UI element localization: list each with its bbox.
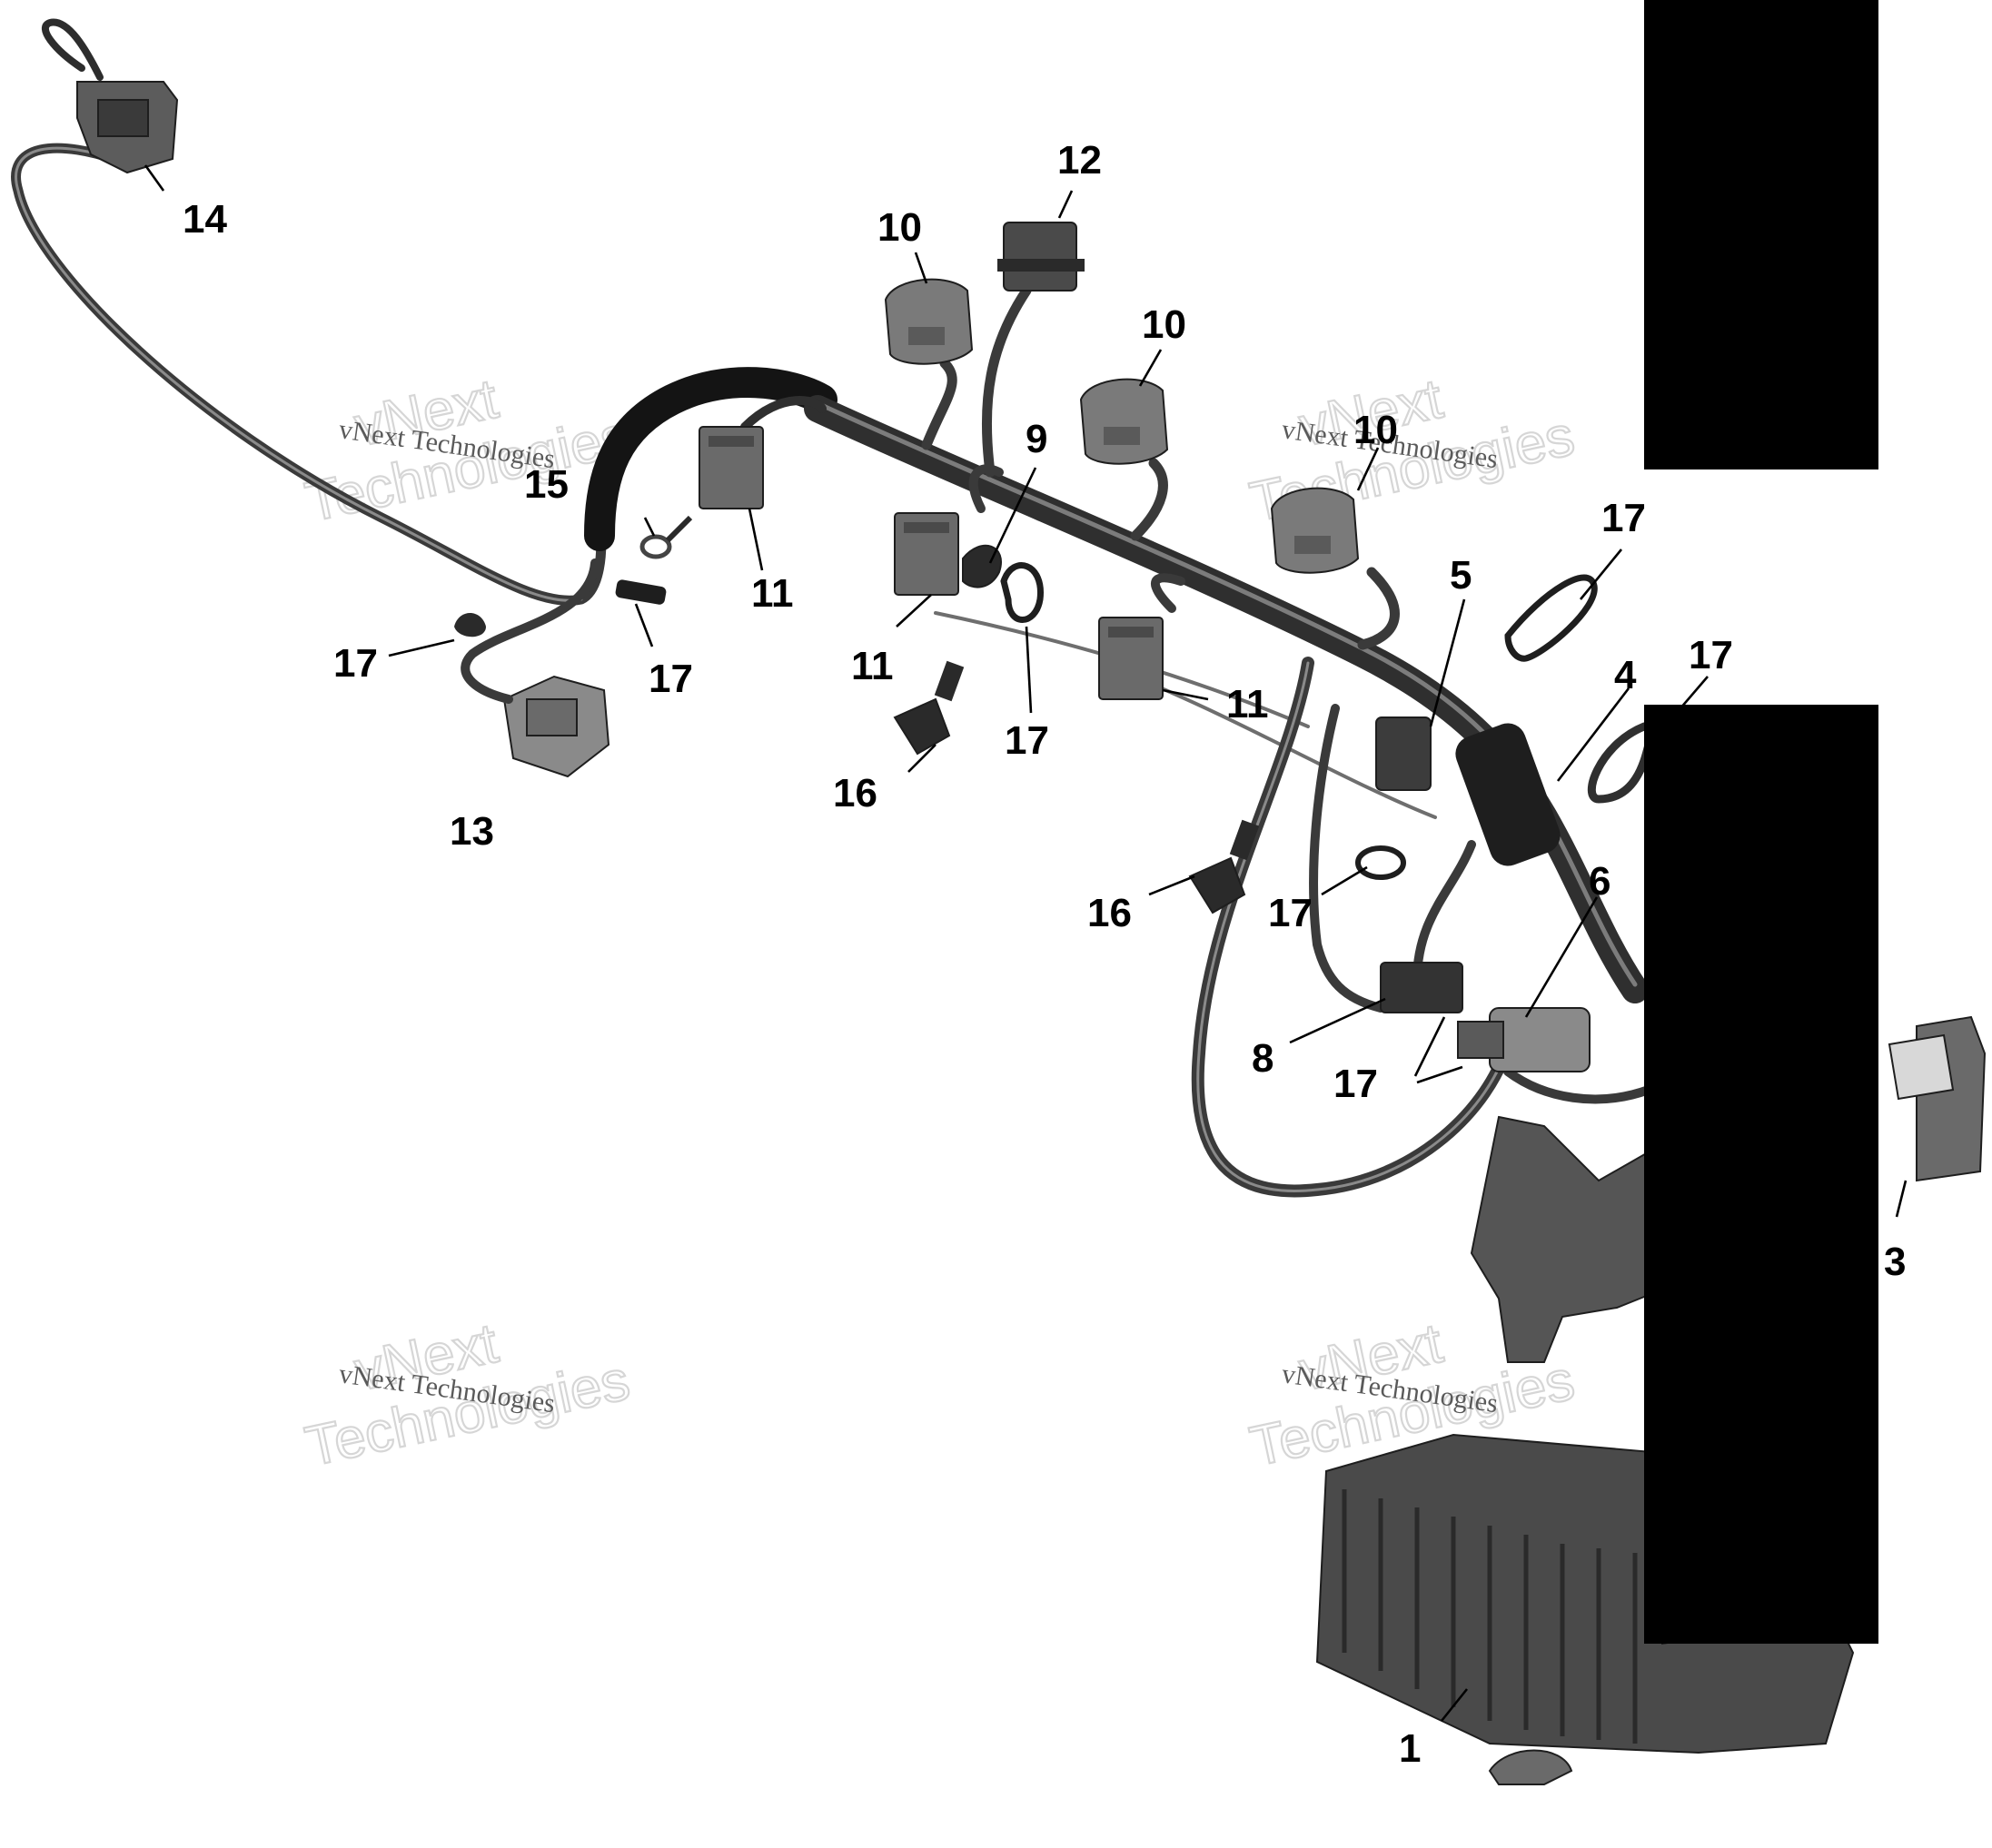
callout-4: 4 (1614, 653, 1637, 697)
callout-11: 11 (1226, 682, 1269, 726)
callout-17: 17 (1601, 496, 1646, 540)
connector-10-b (1079, 378, 1169, 465)
cable-tie-17-a (454, 613, 486, 637)
redaction-block-top (1644, 0, 1878, 469)
wire-14 (11, 143, 607, 606)
callout-13: 13 (450, 809, 494, 854)
callout-1: 1 (1399, 1726, 1421, 1771)
connector-3 (1888, 1015, 1987, 1182)
callout-10: 10 (1353, 408, 1398, 452)
clip-16-b (1188, 819, 1260, 914)
leader-lines (144, 164, 1908, 1722)
grommet-9 (962, 544, 1002, 588)
callout-9: 9 (1026, 417, 1047, 461)
callout-10: 10 (877, 205, 922, 250)
wire-14-loop (42, 18, 104, 81)
bracket (1470, 1115, 1663, 1363)
callout-11: 11 (751, 571, 794, 616)
callout-17: 17 (1689, 633, 1733, 677)
sleeve-4 (1455, 723, 1561, 866)
harness-sleeve (584, 367, 837, 551)
callout-10: 10 (1142, 302, 1186, 347)
connector-10-a (884, 278, 974, 365)
cable-tie-17-d (1504, 574, 1598, 662)
callout-labels: 14 12 10 10 10 9 15 11 11 11 17 17 17 17… (183, 138, 1906, 1771)
callout-17: 17 (649, 657, 693, 701)
callout-17: 17 (1333, 1062, 1378, 1106)
callout-5: 5 (1450, 553, 1472, 598)
callout-17: 17 (1268, 891, 1313, 935)
callout-15: 15 (524, 462, 569, 507)
harness-trunk (804, 395, 1649, 1003)
callout-16: 16 (833, 771, 877, 815)
cable-tie-17-e (1355, 845, 1406, 880)
callout-8: 8 (1252, 1036, 1273, 1081)
clip-16-a (893, 660, 965, 756)
connector-12 (997, 222, 1085, 292)
connector-5 (1375, 716, 1432, 791)
callout-16: 16 (1087, 891, 1132, 935)
callout-6: 6 (1589, 859, 1610, 904)
callout-17: 17 (1005, 718, 1049, 763)
callout-12: 12 (1057, 138, 1102, 183)
cable-tie-17-b (615, 579, 667, 605)
callout-14: 14 (183, 197, 227, 242)
sensor-6 (1457, 1007, 1591, 1072)
callout-3: 3 (1884, 1240, 1906, 1284)
ecu-1 (1315, 1433, 1855, 1785)
connector-10-c (1270, 487, 1360, 574)
wire-group (11, 18, 1653, 1198)
connector-11-a (699, 426, 764, 509)
callout-11: 11 (851, 644, 894, 688)
connector-8 (1380, 962, 1463, 1013)
connector-11-b (894, 512, 959, 596)
redaction-block-bottom (1644, 705, 1878, 1644)
connector-11-c (1098, 617, 1164, 700)
connector-14 (76, 81, 179, 174)
callout-17: 17 (333, 641, 378, 686)
ring-terminal-15 (639, 515, 693, 559)
cable-tie-17-c (1000, 562, 1044, 623)
connector-13 (502, 675, 610, 778)
